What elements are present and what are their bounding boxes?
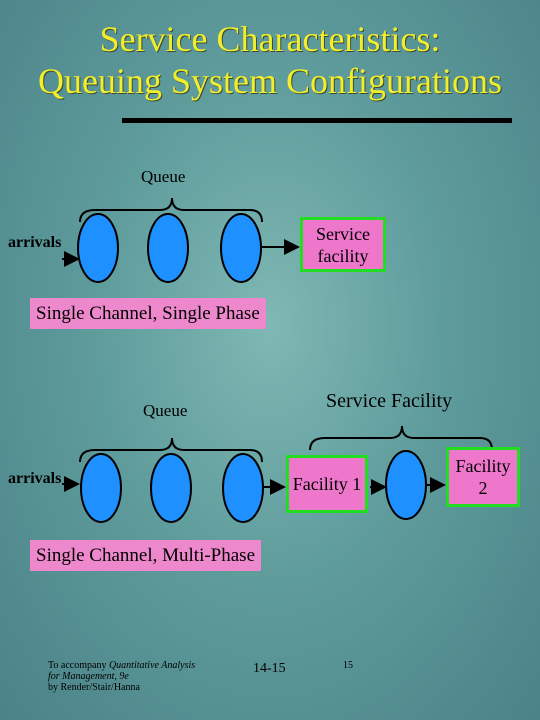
footer-credit-line-2: for Management, 9e <box>48 671 129 682</box>
slide-title: Service Characteristics: Queuing System … <box>0 18 540 102</box>
title-line-1: Service Characteristics: <box>99 19 441 59</box>
arrivals-label-1: arrivals <box>8 234 62 251</box>
title-divider <box>122 118 512 123</box>
caption-single-phase: Single Channel, Single Phase <box>30 298 266 329</box>
queue-customer-1a <box>77 213 119 283</box>
facility-1-box: Facility 1 <box>286 455 368 513</box>
caption-multi-phase: Single Channel, Multi-Phase <box>30 540 262 571</box>
queue-customer-1b <box>147 213 189 283</box>
service-facility-box-1: Service facility <box>300 217 386 272</box>
footer-page-number: 15 <box>343 660 353 671</box>
queue-customer-2a <box>80 453 122 523</box>
arrivals-label-2: arrivals <box>8 470 62 487</box>
queue-customer-1c <box>220 213 262 283</box>
facility-1-label: Facility 1 <box>292 474 362 494</box>
footer-credit-line-1: To accompany Quantitative Analysis <box>48 660 195 671</box>
facility-2-box: Facility 2 <box>446 447 520 507</box>
footer-slide-number: 14-15 <box>253 661 286 676</box>
queue-customer-2c <box>222 453 264 523</box>
facility-2-label: Facility 2 <box>455 456 511 498</box>
service-facility-label-1: Service facility <box>316 223 370 266</box>
footer-credit-line-3: by Render/Stair/Hanna <box>48 682 140 693</box>
queue-label-2: Queue <box>143 401 188 420</box>
service-brace-2 <box>309 425 493 451</box>
queue-customer-2b <box>150 453 192 523</box>
footer-credit: To accompany Quantitative Analysis for M… <box>48 660 195 693</box>
footer-credit-prefix: To accompany <box>48 660 109 671</box>
footer-credit-book-title: Quantitative Analysis <box>108 660 196 671</box>
service-facility-label-2: Service Facility <box>326 390 453 412</box>
queue-brace-2 <box>79 437 263 463</box>
phase-customer-2 <box>385 450 427 520</box>
title-line-2: Queuing System Configurations <box>38 61 502 101</box>
queue-label-1: Queue <box>141 167 186 186</box>
queue-brace-1 <box>79 197 263 223</box>
